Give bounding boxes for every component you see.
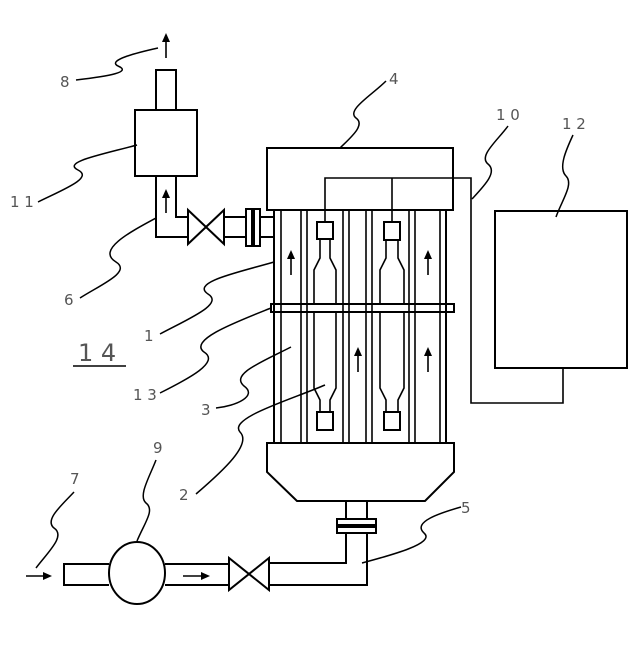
label-6: 6 [64,291,74,309]
label-1: 1 [144,327,154,345]
label-4: 4 [389,70,399,88]
label-13: 1 3 [133,386,157,404]
inlet-pipe-7 [26,564,109,585]
uv-lamp-left [314,222,336,430]
label-2: 2 [179,486,189,504]
upper-valve [188,210,224,244]
reactor-body [274,210,446,443]
label-10: 1 0 [496,106,520,124]
controller-box-12 [495,211,627,368]
leader-lines [36,48,573,568]
label-7: 7 [70,470,80,488]
outlet-pipe-6 [156,176,188,237]
reactor-top-cap-4 [267,148,453,210]
lower-valve [229,558,269,590]
label-8: 8 [60,73,70,91]
label-3: 3 [201,401,211,419]
pump-outlet-pipe [165,564,229,585]
pump-9 [109,542,165,604]
label-9: 9 [153,439,163,457]
exhaust-arrow-up [162,33,170,58]
exhaust-pipe [156,70,176,110]
label-5: 5 [461,499,471,517]
upper-connector-pipe [224,209,274,246]
label-11: 1 1 [10,193,34,211]
inlet-pipe-5 [270,501,376,585]
uv-lamp-right [380,222,404,430]
label-12: 1 2 [562,115,586,133]
reactor-bottom-hopper [267,443,454,501]
middle-plate-13 [271,304,454,312]
label-14: 1 4 [78,339,116,367]
filter-box-11 [135,110,197,176]
